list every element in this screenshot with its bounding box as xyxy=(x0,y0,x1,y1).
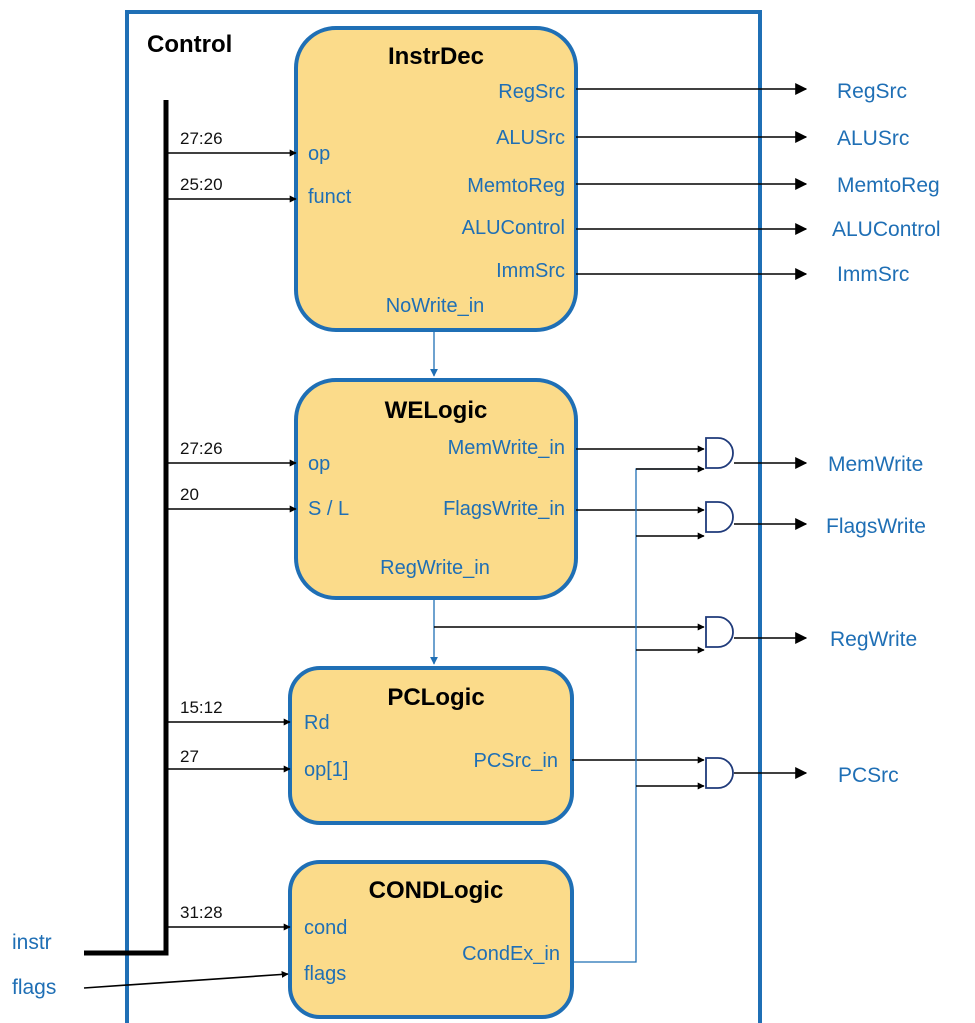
bitfield-welogic-op: 27:26 xyxy=(180,439,223,458)
welogic-output-memwrite-in: MemWrite_in xyxy=(448,437,565,459)
condlogic-output-condex-in: CondEx_in xyxy=(462,943,560,965)
control-title: Control xyxy=(147,31,232,58)
pclogic-input-rd: Rd xyxy=(304,712,330,734)
welogic-block xyxy=(294,378,578,600)
bitfield-instrdec-op: 27:26 xyxy=(180,129,223,148)
output-memtoreg: MemtoReg xyxy=(837,174,940,197)
instrdec-title: InstrDec xyxy=(388,43,484,70)
condlogic-title: CONDLogic xyxy=(369,877,504,904)
instrdec-output-alusrc: ALUSrc xyxy=(496,127,565,149)
bitfield-condlogic-cond: 31:28 xyxy=(180,903,223,922)
output-alusrc: ALUSrc xyxy=(837,127,909,150)
pclogic-title: PCLogic xyxy=(387,684,484,711)
pclogic-input-op1: op[1] xyxy=(304,759,348,781)
bitfield-welogic-sl: 20 xyxy=(180,485,199,504)
bitfield-pclogic-op1: 27 xyxy=(180,747,199,766)
control-boundary xyxy=(125,10,762,1023)
condex-distribution-wire xyxy=(572,468,704,963)
instrdec-output-regsrc: RegSrc xyxy=(498,81,565,103)
bitfield-instrdec-funct: 25:20 xyxy=(180,175,223,194)
welogic-output-flagswrite-in: FlagsWrite_in xyxy=(443,498,565,520)
output-immsrc: ImmSrc xyxy=(837,263,909,286)
condlogic-input-flags: flags xyxy=(304,963,346,985)
flags-input-label: flags xyxy=(12,976,56,999)
pclogic-block xyxy=(288,666,574,825)
welogic-title: WELogic xyxy=(385,397,488,424)
instrdec-block xyxy=(294,26,578,332)
pclogic-output-pcsrc-in: PCSrc_in xyxy=(474,750,558,772)
condlogic-block xyxy=(288,860,574,1019)
instrdec-output-alucontrol: ALUControl xyxy=(462,217,565,239)
output-pcsrc: PCSrc xyxy=(838,764,899,787)
flagswrite-and-gate xyxy=(705,501,734,533)
instrdec-nowrite-in: NoWrite_in xyxy=(386,295,485,317)
bitfield-pclogic-rd: 15:12 xyxy=(180,698,223,717)
pcsrc-and-gate xyxy=(705,757,734,789)
regwrite-and-gate xyxy=(705,616,734,648)
welogic-output-regwrite-in: RegWrite_in xyxy=(380,557,490,579)
output-regwrite: RegWrite xyxy=(830,628,917,651)
instr-input-label: instr xyxy=(12,931,52,954)
instrdec-output-memtoreg: MemtoReg xyxy=(467,175,565,197)
instrdec-input-op: op xyxy=(308,143,330,165)
memwrite-and-gate xyxy=(705,437,734,469)
welogic-input-sl: S / L xyxy=(308,498,349,520)
welogic-input-op: op xyxy=(308,453,330,475)
output-flagswrite: FlagsWrite xyxy=(826,515,926,538)
instrdec-input-funct: funct xyxy=(308,186,352,208)
output-alucontrol: ALUControl xyxy=(832,218,941,241)
condlogic-input-cond: cond xyxy=(304,917,347,939)
instrdec-output-immsrc: ImmSrc xyxy=(496,260,565,282)
output-regsrc: RegSrc xyxy=(837,80,907,103)
flags-wire xyxy=(83,970,289,989)
output-memwrite: MemWrite xyxy=(828,453,923,476)
